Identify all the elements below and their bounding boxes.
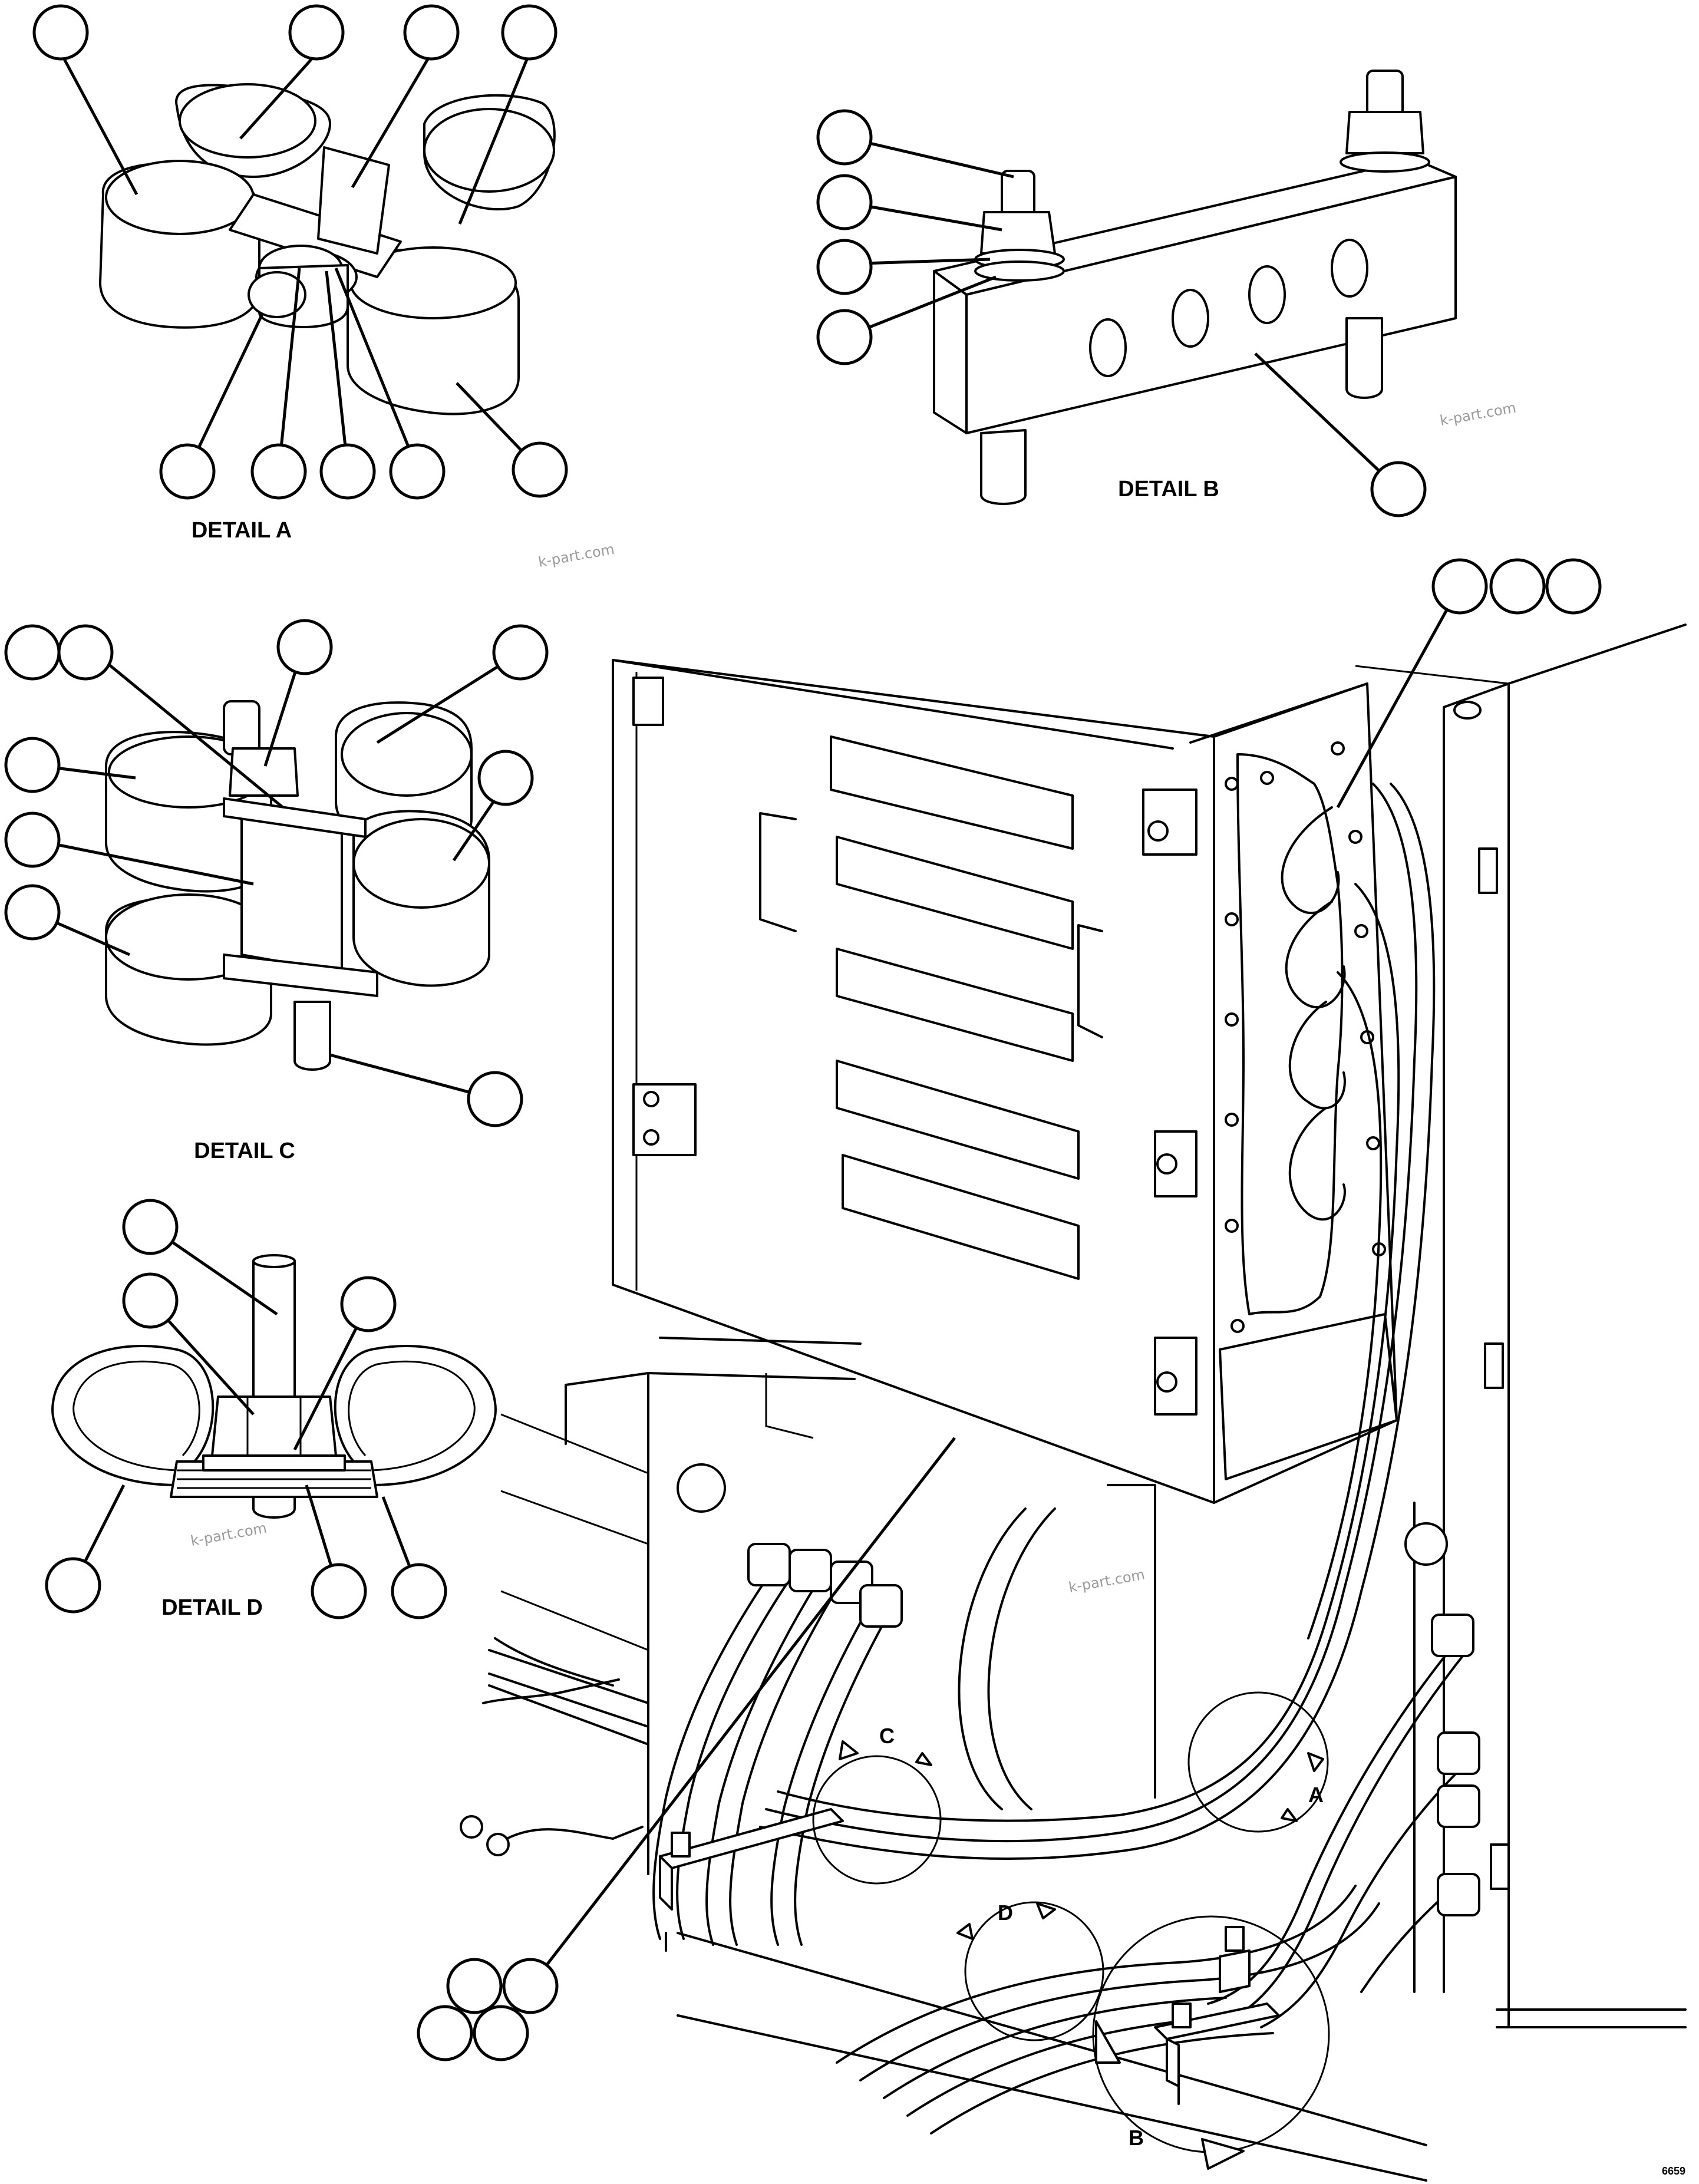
callout-main-2: [1489, 558, 1546, 615]
callout-main-6: [417, 2005, 473, 2061]
watermark-2: k-part.com: [1439, 400, 1517, 429]
view-letter-b: B: [1129, 2126, 1144, 2150]
view-letter-d: D: [998, 1901, 1013, 1925]
callout-d-1: [122, 1199, 179, 1255]
callout-d-5: [311, 1563, 367, 1619]
detail-view-markers: [812, 1691, 1330, 2170]
figure-code: 6659: [1662, 2165, 1685, 2177]
callout-c-6: [4, 811, 61, 868]
callout-a-1: [32, 4, 89, 61]
callout-main-5: [502, 1958, 559, 2014]
detail-d-label: DETAIL D: [161, 1595, 263, 1620]
detail-d-clamp-drawing: [51, 1254, 497, 1519]
callout-b-4: [816, 309, 873, 365]
detail-b-bar-drawing: [933, 70, 1457, 505]
view-letter-c: C: [879, 1724, 895, 1748]
callout-a-7: [319, 443, 376, 500]
callout-main-1: [1431, 558, 1488, 615]
callout-c-3: [276, 619, 333, 675]
callout-a-2: [288, 4, 345, 61]
callout-main-3: [1545, 558, 1602, 615]
callout-d-4: [45, 1557, 101, 1614]
detail-a-label: DETAIL A: [192, 518, 292, 543]
main-assembly-drawing: [460, 623, 1687, 2182]
callout-a-3: [403, 4, 460, 61]
callout-b-1: [816, 109, 873, 166]
callouts: [4, 4, 1602, 2061]
callout-c-9: [467, 1071, 523, 1127]
watermark-3: k-part.com: [189, 1520, 268, 1549]
view-letter-a: A: [1308, 1783, 1324, 1807]
callout-d-2: [122, 1272, 179, 1329]
detail-a-clamp-drawing: [99, 83, 556, 415]
callout-c-8: [477, 750, 534, 806]
detail-c-label: DETAIL C: [194, 1139, 295, 1163]
detail-c-clamp-drawing: [105, 700, 490, 1071]
callout-c-5: [4, 737, 61, 793]
callout-b-2: [816, 174, 873, 230]
detail-c-circle: [812, 1755, 942, 1885]
callout-c-2: [57, 624, 114, 681]
callout-d-3: [340, 1276, 397, 1332]
detail-b-label: DETAIL B: [1118, 477, 1219, 502]
callout-a-6: [250, 443, 307, 500]
callout-b-5: [1370, 461, 1427, 517]
callout-a-5: [159, 443, 216, 500]
callout-main-7: [473, 2005, 529, 2061]
callout-a-8: [389, 443, 446, 500]
detail-a-circle: [1187, 1691, 1329, 1833]
callout-main-4: [446, 1958, 503, 2014]
callout-b-3: [816, 239, 873, 295]
watermark-1: k-part.com: [537, 541, 616, 570]
detail-d-circle: [964, 1901, 1104, 2041]
hose-bundle: [652, 783, 1469, 2134]
hose-fittings: [747, 1543, 1480, 1916]
callout-d-6: [391, 1563, 447, 1619]
callout-c-1: [4, 624, 61, 681]
callout-c-4: [492, 624, 549, 681]
watermark-4: k-part.com: [1067, 1566, 1146, 1596]
callout-c-7: [4, 884, 61, 941]
callout-a-9: [512, 441, 568, 498]
callout-a-4: [501, 4, 557, 61]
